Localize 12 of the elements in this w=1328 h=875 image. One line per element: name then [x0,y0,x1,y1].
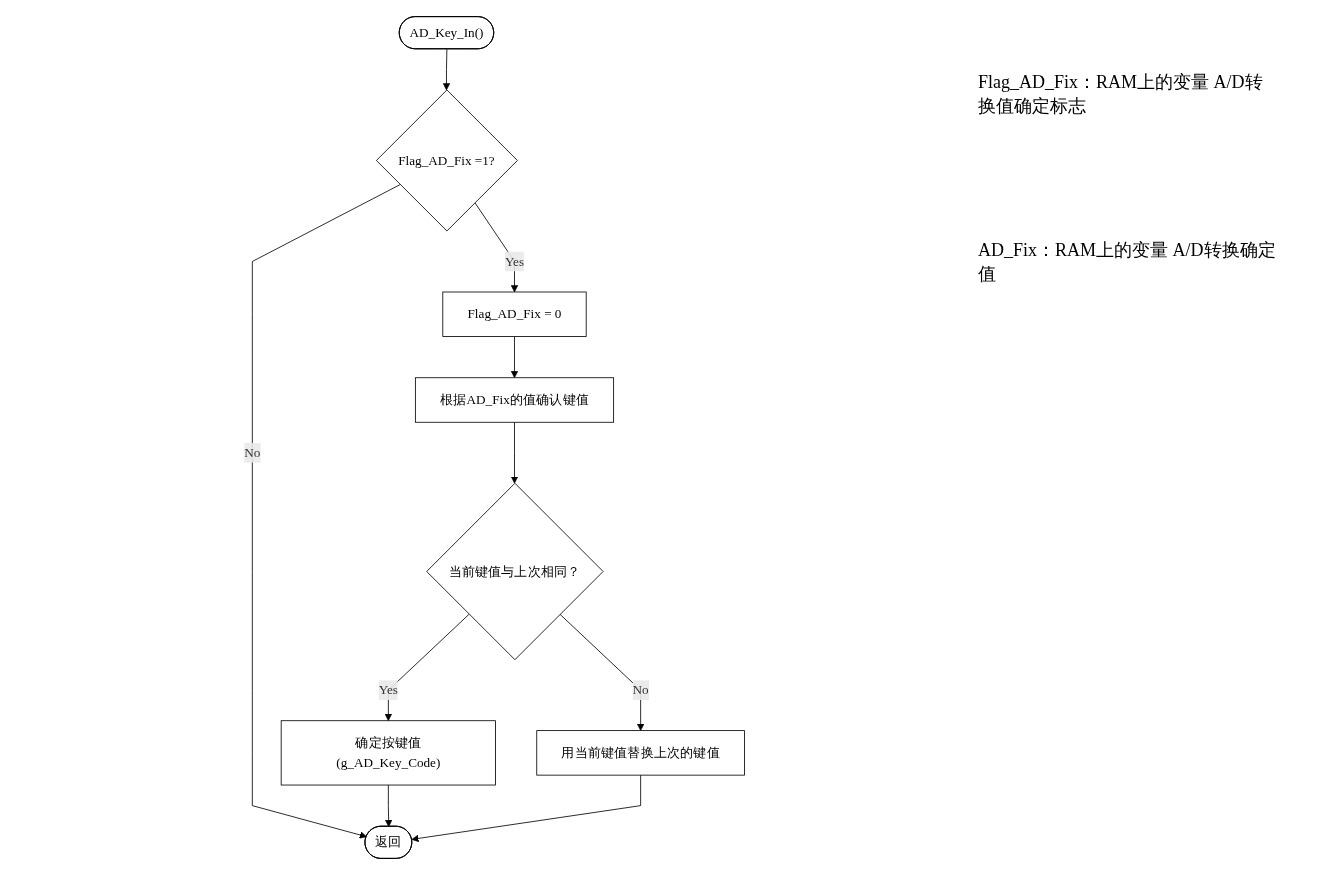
edge-label: Yes [504,254,524,269]
node-box: Flag_AD_Fix = 0 [442,291,587,337]
node-box: 根据AD_Fix的值确认键值 [414,377,614,423]
node-diamond: Flag_AD_Fix =1? [375,89,518,232]
annotation-note: Flag_AD_Fix：RAM上的变量 A/D转换值确定标志 [978,71,1264,118]
annotation-note: AD_Fix：RAM上的变量 A/D转换确定值 [978,239,1277,286]
edge-label: No [632,682,649,697]
node-box: 确定按键值(g_AD_Key_Code) [280,720,496,786]
node-diamond: 当前键值与上次相同？ [425,482,604,661]
edge-label: No [243,445,260,460]
node-box: 用当前键值替换上次的键值 [535,730,745,776]
edge-label: Yes [378,682,398,697]
